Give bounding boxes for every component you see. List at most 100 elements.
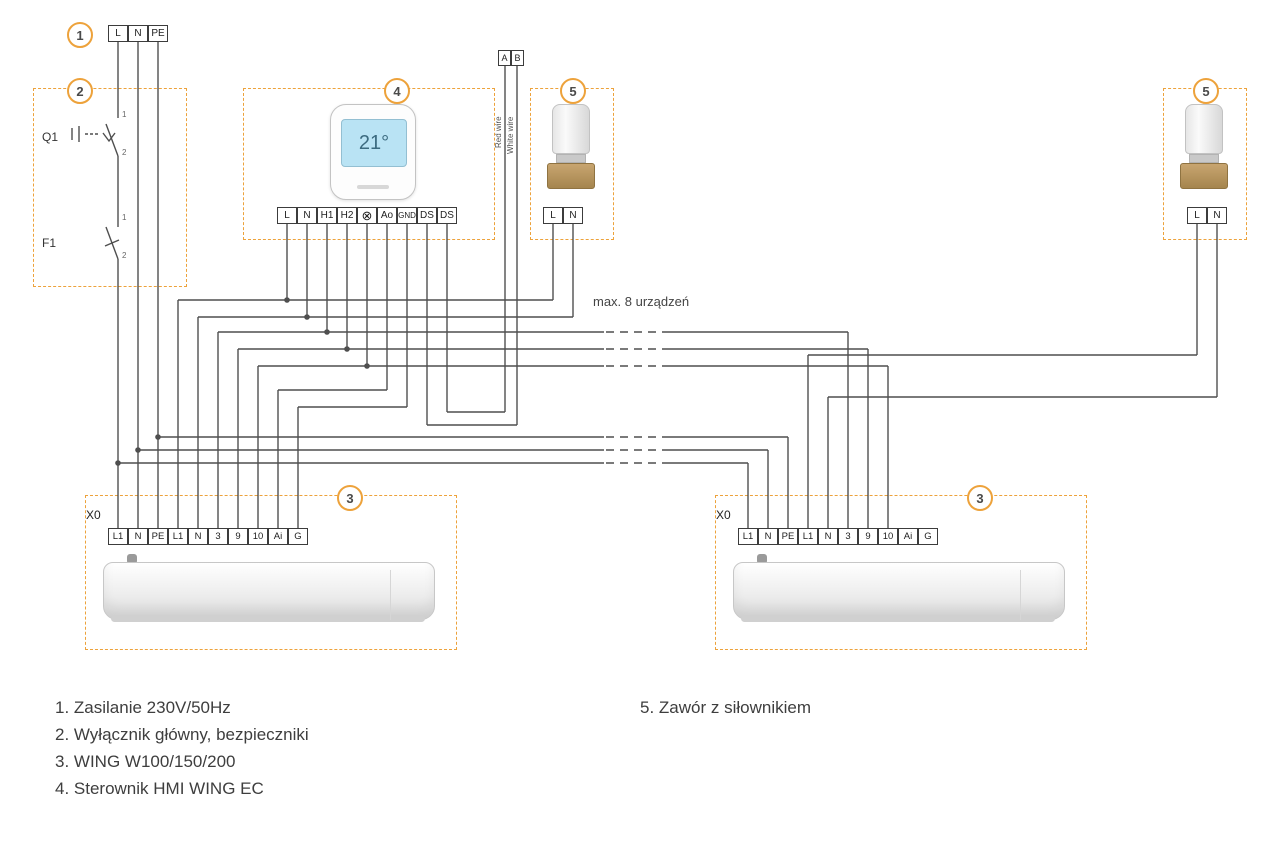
unit-right-terminal-3: 3 xyxy=(838,528,858,545)
wing-air-outlet xyxy=(741,615,1055,622)
wing-end-seam xyxy=(390,570,391,620)
unit-left-terminal-Ai: Ai xyxy=(268,528,288,545)
wing-body xyxy=(103,562,435,620)
sensor-terminal-strip: A B xyxy=(498,50,524,66)
valve-left-terminal-strip: L N xyxy=(543,207,583,224)
unit-right-terminal-PE: PE xyxy=(778,528,798,545)
valve-left-graphic xyxy=(545,104,597,200)
valve-body xyxy=(547,163,595,189)
unit-right-terminal-N: N xyxy=(758,528,778,545)
unit-right-terminal-L1-out: L1 xyxy=(798,528,818,545)
unit-right-terminal-L1: L1 xyxy=(738,528,758,545)
unit-right-box xyxy=(715,495,1087,650)
wing-body xyxy=(733,562,1065,620)
unit-left-terminal-10: 10 xyxy=(248,528,268,545)
sensor-wires xyxy=(426,66,518,426)
valve-actuator-icon xyxy=(552,104,590,154)
mains-terminal-PE: PE xyxy=(148,25,168,42)
valve-right-terminal-strip: L N xyxy=(1187,207,1227,224)
sensor-terminal-A: A xyxy=(498,50,511,66)
sensor-terminal-B: B xyxy=(511,50,524,66)
wing-air-outlet xyxy=(111,615,425,622)
power-vertical-wires xyxy=(117,42,159,528)
unit-left-terminal-G: G xyxy=(288,528,308,545)
fuse-pin-2: 2 xyxy=(122,251,127,260)
unit-right-strip-label: X0 xyxy=(716,508,731,522)
control-bus-wires xyxy=(217,224,889,528)
unit-right-terminal-Ai: Ai xyxy=(898,528,918,545)
legend-item-1: 1. Zasilanie 230V/50Hz xyxy=(55,698,231,717)
hmi-terminal-H1: H1 xyxy=(317,207,337,224)
breaker-symbol xyxy=(71,123,119,157)
fuse-label: F1 xyxy=(42,236,56,250)
unit-right-terminal-10: 10 xyxy=(878,528,898,545)
controller-power-wires xyxy=(177,224,574,528)
analog-wires xyxy=(277,224,408,528)
valve-right-graphic xyxy=(1178,104,1230,200)
hmi-button-bar xyxy=(357,185,389,189)
valve-body xyxy=(1180,163,1228,189)
callout-1: 1 xyxy=(67,22,93,48)
bus-note: max. 8 urządzeń xyxy=(593,294,690,309)
wing-mount-knob xyxy=(127,554,137,564)
unit-right-terminal-strip: L1 N PE L1 N 3 9 10 Ai G xyxy=(738,528,938,545)
protection-box xyxy=(33,88,187,287)
unit-right-terminal-G: G xyxy=(918,528,938,545)
callout-3-right: 3 xyxy=(967,485,993,511)
unit-left-terminal-L1-out: L1 xyxy=(168,528,188,545)
unit-left-terminal-strip: L1 N PE L1 N 3 9 10 Ai G xyxy=(108,528,308,545)
legend-item-2: 2. Wyłącznik główny, bezpieczniki xyxy=(55,725,309,744)
wing-unit-left-graphic xyxy=(103,554,435,634)
callout-5-left: 5 xyxy=(560,78,586,104)
breaker-label: Q1 xyxy=(42,130,58,144)
mains-terminal-L: L xyxy=(108,25,128,42)
legend-item-5: 5. Zawór z siłownikiem xyxy=(640,698,811,717)
wing-unit-right-graphic xyxy=(733,554,1065,634)
unit-left-box xyxy=(85,495,457,650)
hmi-terminal-N: N xyxy=(297,207,317,224)
valve-actuator-icon xyxy=(1185,104,1223,154)
valve-collar xyxy=(1189,154,1219,163)
mains-terminal-N: N xyxy=(128,25,148,42)
wing-end-seam xyxy=(1020,570,1021,620)
hmi-terminal-GND: GND xyxy=(397,207,417,224)
bus-continuation-dashes xyxy=(606,331,660,464)
valve-collar xyxy=(556,154,586,163)
mains-terminal-strip: L N PE xyxy=(108,25,168,42)
sensor-wire-label-red: Red wire xyxy=(494,116,503,148)
junction-dots xyxy=(115,297,370,466)
hmi-terminal-Ao: Ao xyxy=(377,207,397,224)
valve-right-terminal-L: L xyxy=(1187,207,1207,224)
sensor-wire-label-white: White wire xyxy=(506,116,515,154)
valve-left-terminal-N: N xyxy=(563,207,583,224)
legend-item-4: 4. Sterownik HMI WING EC xyxy=(55,779,264,798)
valve-left-terminal-L: L xyxy=(543,207,563,224)
callout-2: 2 xyxy=(67,78,93,104)
unit-left-terminal-PE: PE xyxy=(148,528,168,545)
unit-right-terminal-9: 9 xyxy=(858,528,878,545)
wing-mount-knob xyxy=(757,554,767,564)
unit-left-terminal-L1: L1 xyxy=(108,528,128,545)
breaker-pin-2: 2 xyxy=(122,148,127,157)
unit-left-terminal-N: N xyxy=(128,528,148,545)
hmi-screen: 21° xyxy=(341,119,407,167)
fuse-symbol xyxy=(104,226,120,260)
callout-4: 4 xyxy=(384,78,410,104)
legend-item-3: 3. WING W100/150/200 xyxy=(55,752,236,771)
unit-left-terminal-3: 3 xyxy=(208,528,228,545)
hmi-controller: 21° xyxy=(330,104,416,200)
controller-box xyxy=(243,88,495,240)
hmi-terminal-H2: H2 xyxy=(337,207,357,224)
power-branch-wires xyxy=(118,436,789,528)
hmi-terminal-valve-icon: ⊗ xyxy=(357,207,377,224)
callout-5-right: 5 xyxy=(1193,78,1219,104)
hmi-terminal-L: L xyxy=(277,207,297,224)
unit-left-terminal-N-out: N xyxy=(188,528,208,545)
unit-right-terminal-N-out: N xyxy=(818,528,838,545)
callout-3-left: 3 xyxy=(337,485,363,511)
hmi-terminal-strip: L N H1 H2 ⊗ Ao GND DS DS xyxy=(277,207,457,224)
hmi-terminal-DS1: DS xyxy=(417,207,437,224)
hmi-terminal-DS2: DS xyxy=(437,207,457,224)
